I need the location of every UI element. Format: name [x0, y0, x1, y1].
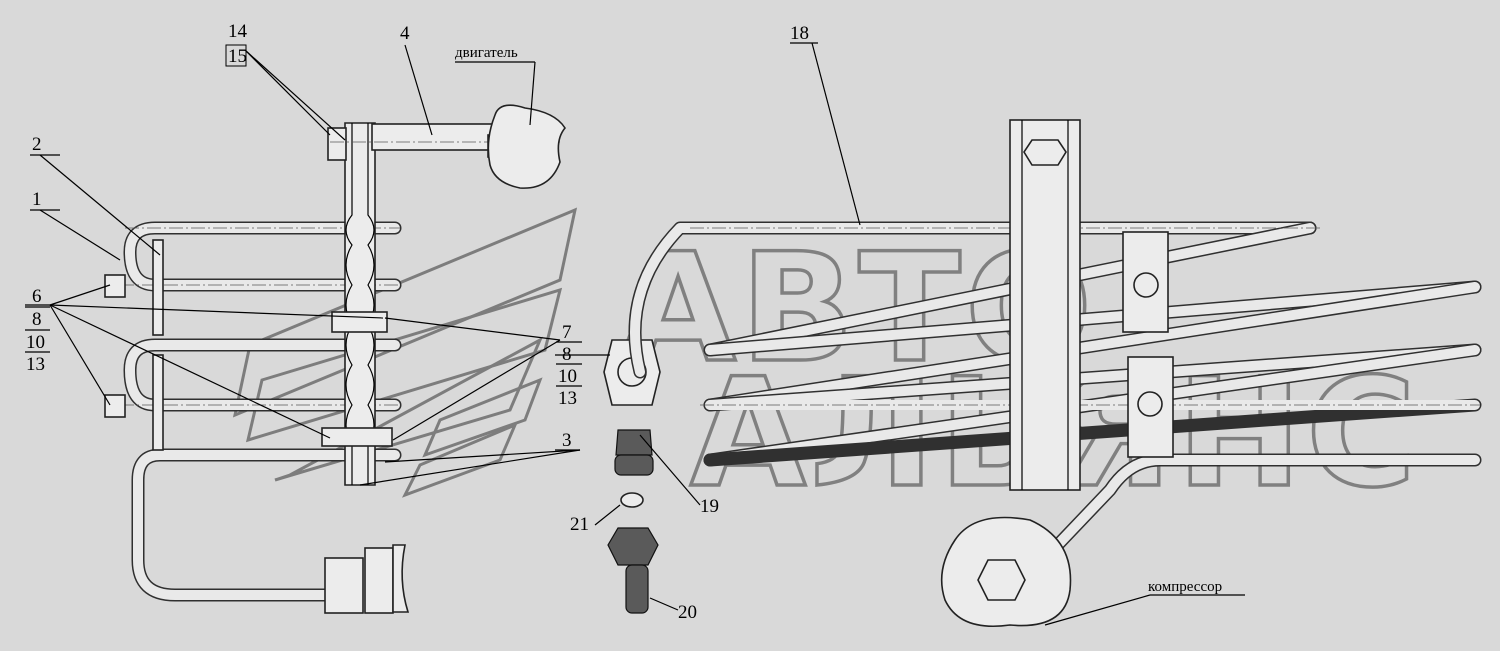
label-7-10: 10 [558, 366, 577, 387]
label-4: 4 [400, 23, 410, 44]
bolt-20-head [607, 527, 659, 566]
label-6-10: 10 [26, 332, 45, 353]
engine-bracket [330, 104, 566, 189]
label-7: 7 [562, 322, 572, 343]
label-21: 21 [570, 514, 589, 535]
left-end-fitting [324, 544, 410, 614]
bolt-head-upper [104, 274, 126, 298]
leader-lines [25, 42, 1245, 626]
compressor-note: компрессор [1148, 579, 1222, 595]
label-2: 2 [32, 134, 42, 155]
washer-21 [620, 492, 644, 508]
label-14: 14 [228, 21, 248, 42]
watermark-box-1 [422, 377, 543, 458]
engine-note: двигатель [455, 45, 518, 61]
left-tube-coil [120, 221, 402, 602]
watermark-stripe-3 [274, 336, 544, 482]
label-20: 20 [678, 602, 697, 623]
label-7-13: 13 [558, 388, 577, 409]
bolt-20-shank [625, 564, 649, 614]
bracket-plate-lower [152, 354, 164, 451]
clamp-strip [321, 122, 393, 486]
label-1: 1 [32, 189, 42, 210]
label-3: 3 [562, 430, 572, 451]
label-15: 15 [228, 46, 247, 67]
label-18: 18 [790, 23, 809, 44]
watermark-stripe-2 [245, 287, 563, 443]
engine-outline [487, 104, 566, 189]
watermark-stripe-1 [232, 207, 578, 418]
right-coil-bracket [1009, 119, 1174, 491]
center-fitting-group [603, 339, 661, 614]
label-6-8: 8 [32, 309, 42, 330]
fitting-19 [615, 429, 653, 456]
label-15-box [225, 44, 247, 67]
compressor-outline [940, 516, 1072, 627]
label-19: 19 [700, 496, 719, 517]
label-7-8: 8 [562, 344, 572, 365]
label-6-13: 13 [26, 354, 45, 375]
watermark-box-2 [401, 422, 518, 498]
bolt-head-lower [104, 394, 126, 418]
bracket-plate-upper [152, 239, 164, 336]
right-tube-coil [628, 221, 1482, 602]
label-6: 6 [32, 286, 42, 307]
